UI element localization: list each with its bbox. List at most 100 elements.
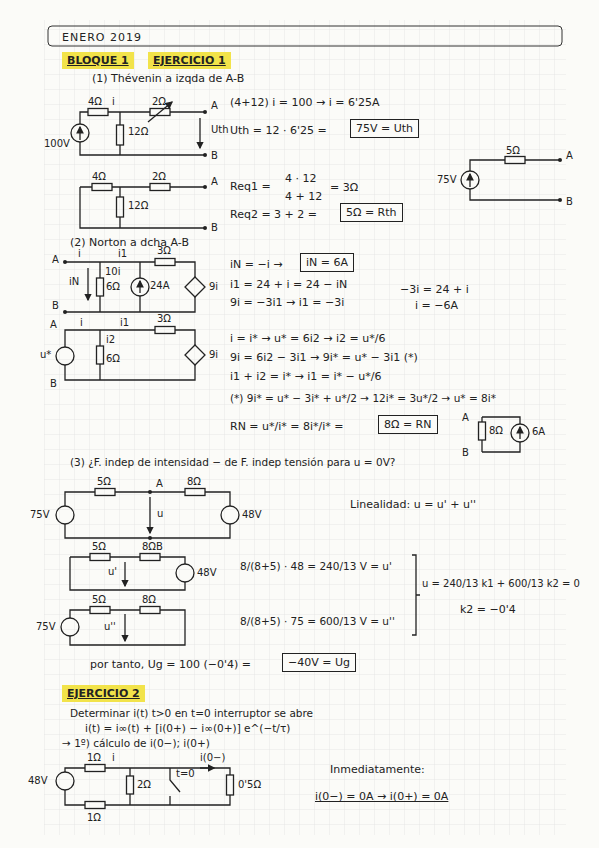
component-label: 75V <box>36 621 56 633</box>
component-label: u <box>157 508 163 520</box>
component-label: u'' <box>104 621 116 633</box>
solution-text: −3i = 24 + i <box>400 283 469 296</box>
component-label: B <box>50 378 57 390</box>
solution-text: = 3Ω <box>330 181 358 194</box>
component-label: B <box>566 196 573 208</box>
component-label: 5Ω <box>97 476 111 488</box>
component-label: 5Ω <box>92 541 106 553</box>
component-label: i2 <box>106 334 115 346</box>
result-text: iN = 6A <box>306 256 348 269</box>
component-label: i(0−) <box>200 752 225 764</box>
solution-text: 8/(8+5) · 75 = 600/13 V = u'' <box>240 615 395 628</box>
component-label: 100V <box>44 138 70 150</box>
component-label: 75V <box>437 174 457 186</box>
component-label: 8Ω <box>489 425 503 437</box>
component-label: 8Ω <box>142 541 156 553</box>
solution-text: i = i* → u* = 6i2 → i2 = u*/6 <box>230 332 385 345</box>
component-label: 2Ω <box>152 171 166 183</box>
solution-text: Linealidad: u = u' + u'' <box>350 498 476 511</box>
solution-text: k2 = −0'4 <box>460 603 516 616</box>
result-text: 8Ω = RN <box>384 418 432 431</box>
component-label: 12Ω <box>128 126 148 138</box>
solution-text: por tanto, Ug = 100 (−0'4) = <box>90 658 251 671</box>
component-label: i <box>112 96 115 108</box>
result-text: −40V = Ug <box>288 656 350 669</box>
component-label: i1 <box>118 248 127 260</box>
component-label: 5Ω <box>506 145 520 157</box>
highlighted-heading: EJERCICIO 1 <box>148 52 231 69</box>
component-label: 48V <box>197 567 217 579</box>
component-label: 1Ω <box>87 752 101 764</box>
component-label: 12Ω <box>128 200 148 212</box>
component-label: B <box>462 447 469 459</box>
solution-text: 8/(8+5) · 48 = 240/13 V = u' <box>240 560 392 573</box>
component-label: 3Ω <box>157 245 171 257</box>
component-label: 5Ω <box>92 594 106 606</box>
component-label: u* <box>40 349 51 361</box>
component-label: B <box>211 222 218 234</box>
boxed-result: 75V = Uth <box>350 119 419 138</box>
component-label: 9i <box>209 281 218 293</box>
component-label: Uth <box>211 124 229 136</box>
boxed-result: iN = 6A <box>300 253 354 272</box>
solution-text: i(t) = i∞(t) + [i(0+) − i∞(0+)] e^(−t/τ) <box>85 722 290 735</box>
solution-text: Determinar i(t) t>0 en t=0 interruptor s… <box>70 707 313 720</box>
solution-text: i = −6A <box>415 299 458 312</box>
component-label: 10i <box>105 266 121 278</box>
component-label: 75V <box>30 509 50 521</box>
component-label: A <box>566 150 573 162</box>
component-label: B <box>211 150 218 162</box>
solution-text: i(0−) = 0A → i(0+) = 0A <box>315 790 448 803</box>
component-label: iN <box>69 276 79 288</box>
component-label: 48V <box>28 775 48 787</box>
solution-text: → 1º) cálculo de i(0−); i(0+) <box>62 737 210 750</box>
component-label: u = 240/13 k1 + 600/13 k2 = 0 <box>422 578 580 590</box>
solution-text: (2) Norton a dcha A-B <box>70 236 189 249</box>
component-label: B <box>156 541 163 553</box>
component-label: i <box>78 248 81 260</box>
solution-text: i1 = 24 + i = 24 − iN <box>230 278 347 291</box>
component-label: 48V <box>242 509 262 521</box>
solution-text: i1 + i2 = i* → i1 = i* − u*/6 <box>230 370 382 383</box>
component-label: i <box>112 752 115 764</box>
component-label: 4Ω <box>92 171 106 183</box>
component-label: 6A <box>532 426 545 438</box>
component-label: 24A <box>150 280 170 292</box>
solution-text: 4 + 12 <box>285 190 322 203</box>
component-label: 9i <box>209 349 218 361</box>
component-label: A <box>462 412 469 424</box>
component-label: 2Ω <box>137 779 151 791</box>
result-text: EJERCICIO 1 <box>153 54 226 67</box>
component-label: 6Ω <box>106 353 120 365</box>
solution-text: 9i = 6i2 − 3i1 → 9i* = u* − 3i1 (*) <box>230 351 418 364</box>
solution-text: Req1 = <box>230 180 271 193</box>
component-label: A <box>156 478 163 490</box>
component-label: 6Ω <box>106 281 120 293</box>
component-label: A <box>211 100 218 112</box>
result-text: 5Ω = Rth <box>346 206 397 219</box>
component-label: 0'5Ω <box>238 779 261 791</box>
result-text: BLOQUE 1 <box>67 54 129 67</box>
component-label: 8Ω <box>142 594 156 606</box>
component-label: A <box>50 319 57 331</box>
component-label: 2Ω <box>152 96 166 108</box>
solution-text: (*) 9i* = u* − 3i* + u*/2 → 12i* = 3u*/2… <box>230 392 496 405</box>
component-label: 8Ω <box>187 476 201 488</box>
component-label: A <box>211 176 218 188</box>
solution-text: RN = u*/i* = 8i*/i* = <box>230 420 344 433</box>
solution-text: iN = −i → <box>230 258 282 271</box>
solution-text: (1) Thévenin a izqda de A-B <box>92 72 244 85</box>
solution-text: 4 · 12 <box>285 172 317 185</box>
solution-text: (3) ¿F. indep de intensidad − de F. inde… <box>70 456 395 469</box>
component-label: 3Ω <box>157 313 171 325</box>
highlighted-heading: BLOQUE 1 <box>62 52 134 69</box>
result-text: EJERCICIO 2 <box>67 687 140 700</box>
boxed-result: −40V = Ug <box>282 653 356 672</box>
component-label: t=0 <box>176 768 195 780</box>
solution-text: Uth = 12 · 6'25 = <box>230 124 327 137</box>
component-label: 1Ω <box>87 812 101 824</box>
page-title: ENERO 2019 <box>62 31 142 44</box>
component-label: 4Ω <box>88 96 102 108</box>
component-label: u' <box>108 566 117 578</box>
solution-text: 9i = −3i1 → i1 = −3i <box>230 296 344 309</box>
